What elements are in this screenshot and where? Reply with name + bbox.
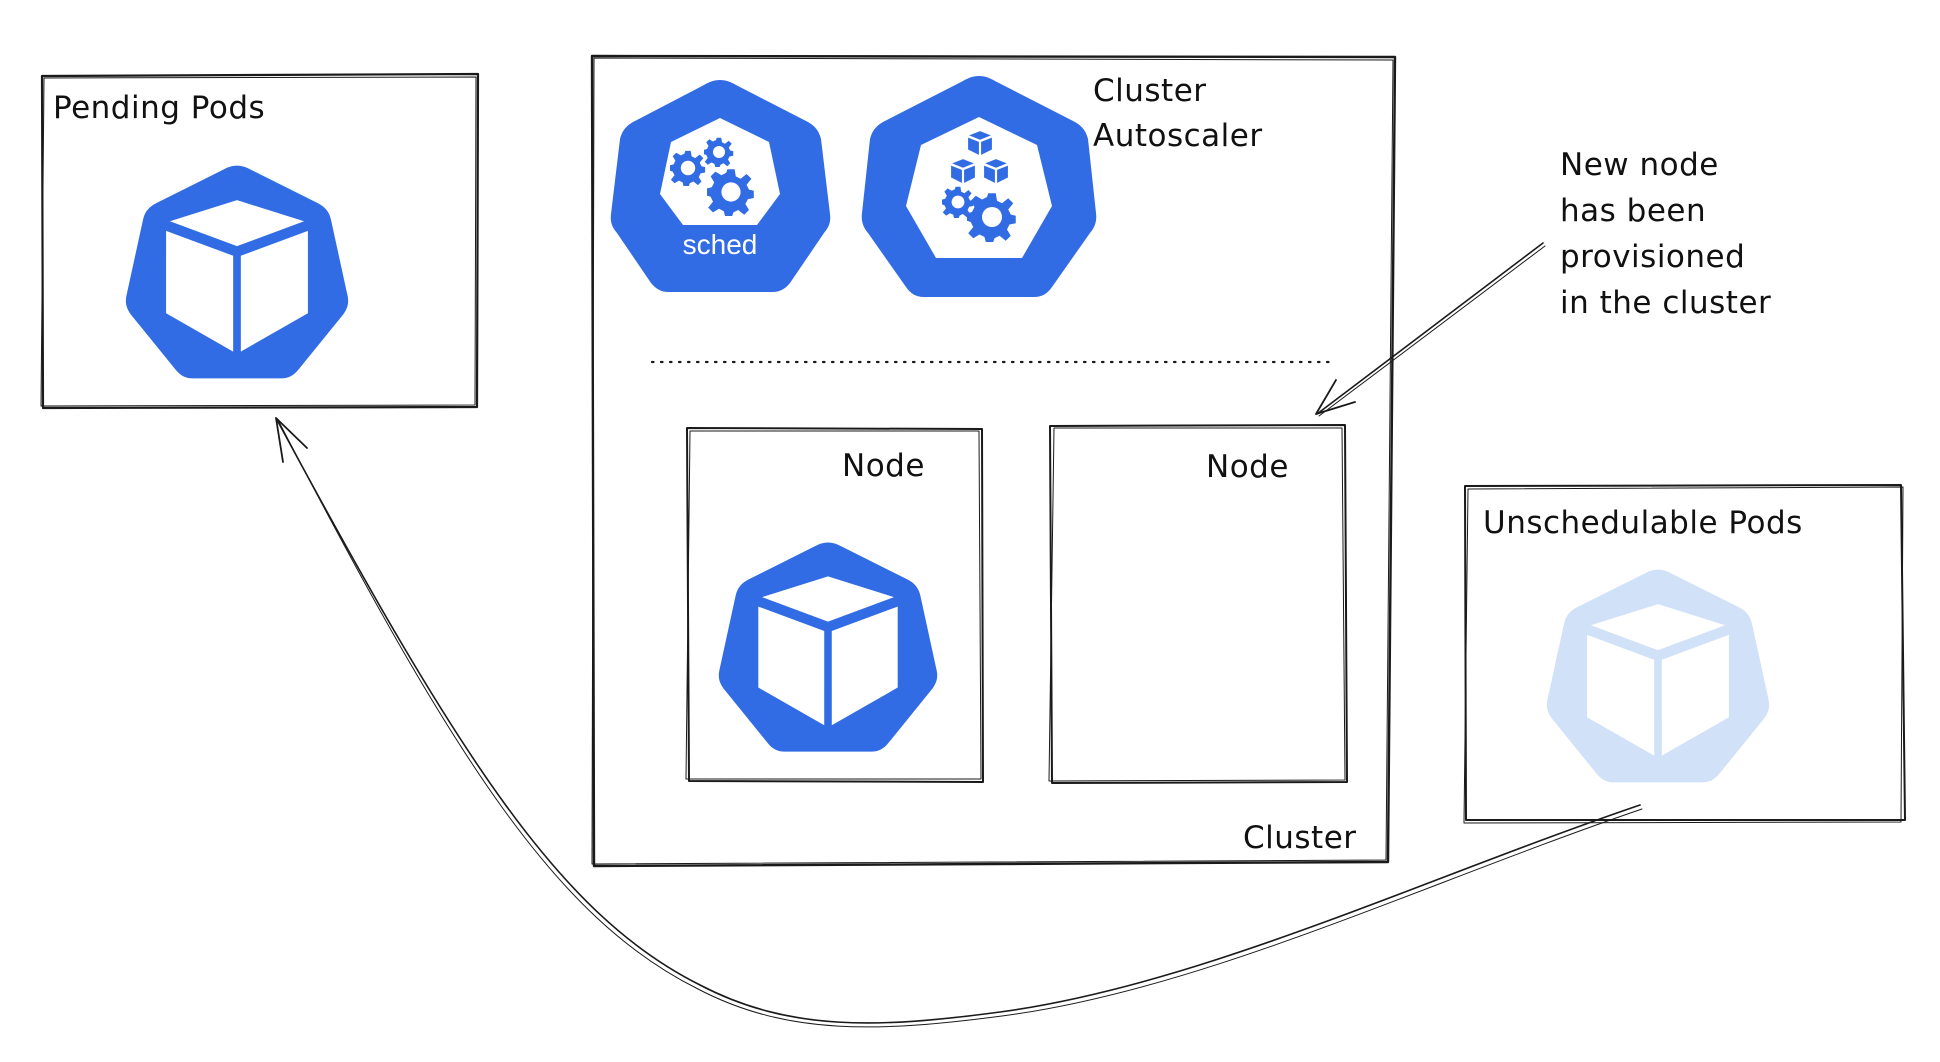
new-node-box: Node — [1048, 424, 1348, 784]
arrowhead-icon — [1315, 379, 1356, 415]
pod-cube-icon-faded — [1546, 569, 1770, 783]
autoscaler-label-line2: Autoscaler — [1093, 118, 1263, 154]
cluster-box: sched Cluster Autoscaler Node Node — [590, 54, 1397, 868]
autoscaler-icon — [861, 76, 1097, 297]
arrowhead-icon — [275, 417, 308, 463]
scheduler-icon: sched — [610, 80, 831, 292]
annotation-line: New node — [1560, 147, 1719, 183]
reschedule-arrow — [275, 417, 1643, 1028]
node-label: Node — [1206, 449, 1289, 485]
gear-icon — [967, 193, 1016, 242]
annotation-line: in the cluster — [1560, 285, 1771, 321]
gear-icon — [704, 137, 734, 167]
node-box: Node — [685, 427, 984, 783]
pending-pods-box: Pending Pods — [40, 72, 480, 410]
scheduler-caption: sched — [683, 229, 758, 260]
annotation: New node has been provisioned in the clu… — [1315, 147, 1771, 417]
gear-icon — [707, 169, 754, 216]
pod-cube-icon — [125, 165, 349, 379]
gear-icon — [670, 150, 706, 186]
annotation-line: has been — [1560, 193, 1706, 229]
annotation-line: provisioned — [1560, 239, 1745, 275]
pending-pods-title: Pending Pods — [53, 90, 265, 126]
cluster-label: Cluster — [1243, 820, 1357, 856]
autoscaler-label-line1: Cluster — [1093, 73, 1207, 109]
node-label: Node — [842, 448, 925, 484]
unschedulable-pods-box: Unschedulable Pods — [1463, 484, 1906, 824]
pod-cube-icon — [718, 542, 938, 752]
unschedulable-pods-title: Unschedulable Pods — [1483, 505, 1803, 541]
annotation-arrow — [1315, 242, 1546, 417]
